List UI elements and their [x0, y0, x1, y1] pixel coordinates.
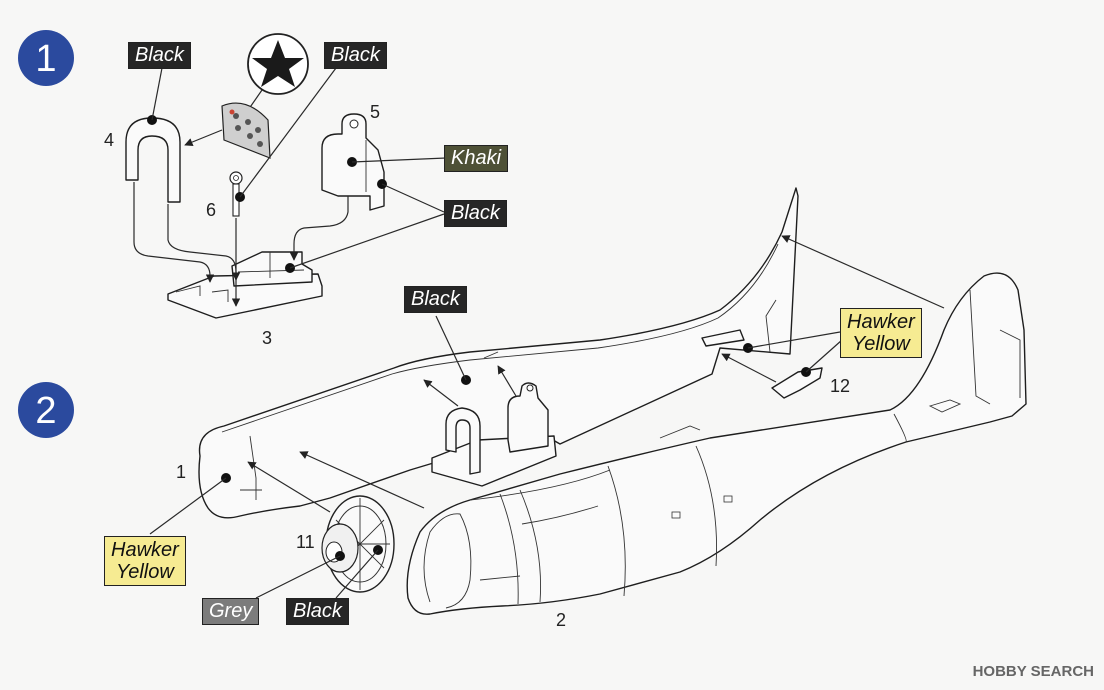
arrow-icon [184, 129, 223, 147]
headrest-black-leader [381, 183, 445, 213]
seat-back-leader [151, 67, 163, 121]
seat-black-leader [435, 315, 467, 381]
part-4-seat-back [125, 117, 181, 203]
part-number-6: 6 [206, 200, 216, 220]
tail-yellow-leader [747, 331, 841, 349]
hawker-yellow-front-line-2: Yellow [115, 561, 174, 583]
engine-black-leader [335, 549, 379, 599]
part-12-arrow [721, 353, 777, 383]
watermark: HOBBY SEARCH [972, 663, 1094, 680]
khaki-leader [351, 157, 447, 163]
star-roundel-icon [247, 33, 309, 95]
color-label-khaki: Khaki [444, 145, 509, 172]
part-number-4: 4 [104, 130, 114, 150]
headrest-assembly-arrow [289, 196, 349, 261]
grey-leader [255, 555, 341, 599]
part-12 [771, 367, 823, 399]
seat-assembly-step2 [431, 382, 557, 487]
color-label-black-rod: Black [324, 42, 387, 69]
color-label-hawker-yellow-tail: Hawker Yellow [840, 308, 922, 358]
hawker-yellow-front-line-1: Hawker [111, 539, 179, 561]
fuselage-join-arrow-1 [781, 235, 945, 309]
part-3-seat-base [167, 251, 323, 319]
seat-back-assembly-arrow [133, 182, 215, 283]
step-1-number: 1 [35, 38, 56, 80]
seat-arrow-2 [497, 365, 517, 397]
instrument-panel [221, 102, 271, 159]
step-2-number: 2 [35, 390, 56, 432]
color-label-hawker-yellow-front: Hawker Yellow [104, 536, 186, 586]
hawker-yellow-tail-line-2: Yellow [851, 333, 910, 355]
part-number-5: 5 [370, 102, 380, 122]
fuselage-join-arrow-2 [299, 451, 425, 509]
part-11-engine [321, 495, 395, 593]
color-label-black-engine: Black [286, 598, 349, 625]
fuselage-part-2 [406, 272, 1027, 615]
seat-arrow-1 [423, 379, 459, 407]
front-yellow-leader [149, 477, 227, 535]
part-number-1: 1 [176, 462, 186, 482]
tail-tab-part [701, 329, 745, 347]
hawker-yellow-tail-line-1: Hawker [847, 311, 915, 333]
color-label-black-seat-step2: Black [404, 286, 467, 313]
step-2-badge: 2 [18, 382, 74, 438]
part-number-3: 3 [262, 328, 272, 348]
color-label-black-headrest: Black [444, 200, 507, 227]
part-number-12: 12 [830, 376, 850, 396]
engine-join-arrow [247, 461, 331, 513]
base-black-leader [289, 213, 445, 269]
part-12-leader [805, 339, 843, 373]
part-number-2: 2 [556, 610, 566, 630]
color-label-grey: Grey [202, 598, 260, 625]
step-1-badge: 1 [18, 30, 74, 86]
fuselage-half-part-1 [198, 187, 799, 519]
part-number-11: 11 [296, 532, 315, 552]
rod-leader [239, 67, 337, 198]
color-label-black-seat-back: Black [128, 42, 191, 69]
